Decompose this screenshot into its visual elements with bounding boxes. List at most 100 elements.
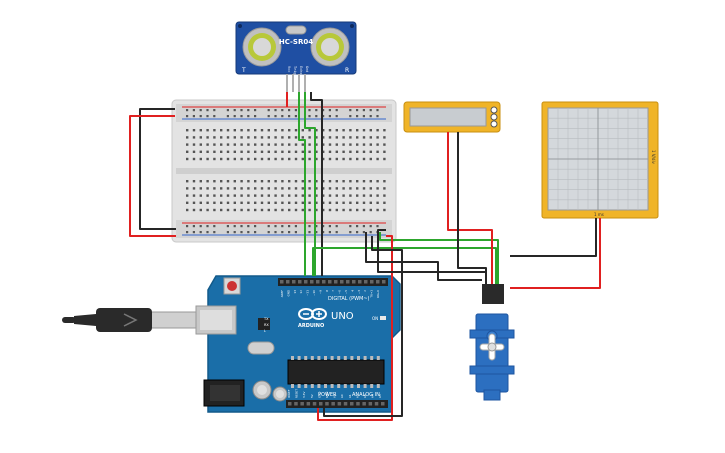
- power-pin-label: A3: [363, 394, 367, 398]
- breadboard-hole: [192, 150, 196, 153]
- breadboard-hole: [199, 129, 202, 132]
- header-hole: [294, 402, 298, 406]
- breadboard-hole: [240, 201, 243, 204]
- chip-pin: [343, 384, 347, 388]
- servo-connector: [482, 284, 504, 304]
- breadboard[interactable]: [171, 99, 397, 243]
- breadboard-hole: [315, 201, 318, 204]
- header-hole: [325, 402, 329, 406]
- breadboard-hole: [383, 136, 386, 139]
- rail-hole: [294, 225, 297, 228]
- breadboard-hole: [206, 194, 209, 197]
- power-analog-header[interactable]: [286, 400, 388, 408]
- breadboard-hole: [301, 136, 304, 139]
- breadboard-hole: [294, 180, 298, 183]
- breadboard-hole: [301, 187, 304, 190]
- breadboard-hole: [254, 143, 257, 146]
- breadboard-hole: [288, 208, 291, 212]
- breadboard-hole: [260, 180, 264, 183]
- chip-pin: [337, 356, 341, 360]
- breadboard-hole: [281, 180, 284, 183]
- breadboard-hole: [213, 201, 216, 204]
- breadboard-hole: [260, 157, 264, 161]
- breadboard-hole: [281, 136, 284, 139]
- breadboard-hole: [220, 143, 223, 146]
- rail-hole: [274, 231, 277, 234]
- chip-pin: [370, 356, 374, 360]
- usb-cable: [62, 308, 197, 332]
- breadboard-hole: [383, 208, 386, 212]
- breadboard-hole: [206, 157, 209, 161]
- rail-hole: [376, 225, 379, 228]
- rail-hole: [226, 231, 229, 234]
- breadboard-hole: [376, 201, 379, 204]
- rail-hole: [362, 225, 365, 228]
- chip-pin: [350, 356, 354, 360]
- breadboard-hole: [342, 143, 345, 146]
- power-pin-label: A5: [378, 394, 382, 398]
- power-pin-label: A1: [348, 394, 352, 398]
- arduino-uno-board[interactable]: DIGITAL (PWM~) POWER ANALOG IN ARDUINO U…: [195, 275, 401, 413]
- rail-hole: [308, 109, 311, 112]
- breadboard-hole: [356, 208, 359, 212]
- breadboard-hole: [376, 143, 379, 146]
- breadboard-hole: [356, 136, 359, 139]
- breadboard-hole: [362, 194, 366, 197]
- digital-header[interactable]: [278, 278, 388, 286]
- breadboard-hole: [247, 180, 250, 183]
- rail-hole: [254, 115, 257, 118]
- wire-red-5v: [317, 235, 393, 421]
- servo-motor[interactable]: [469, 313, 515, 401]
- rail-hole: [288, 115, 291, 118]
- breadboard-hole: [288, 143, 291, 146]
- breadboard-hole: [369, 180, 372, 183]
- breadboard-hole: [308, 143, 311, 146]
- rail-hole: [294, 109, 297, 112]
- breadboard-hole: [267, 150, 270, 153]
- breadboard-hole: [274, 201, 277, 204]
- rail-hole: [274, 109, 277, 112]
- breadboard-hole: [254, 129, 257, 132]
- rail-hole: [356, 231, 359, 234]
- rail-hole: [186, 225, 189, 228]
- wire-black-gnd-loop: [323, 236, 403, 417]
- breadboard-hole: [383, 143, 386, 146]
- rail-hole: [328, 231, 331, 234]
- breadboard-hole: [308, 194, 311, 197]
- digital-pin-label: ~9: [318, 290, 322, 294]
- breadboard-hole: [254, 180, 257, 183]
- breadboard-hole: [294, 143, 298, 146]
- header-hole: [356, 402, 360, 406]
- breadboard-hole: [233, 136, 236, 139]
- breadboard-hole: [213, 129, 216, 132]
- rail-hole: [192, 115, 195, 118]
- wire-red-multimeter: [447, 132, 493, 284]
- chip-pin: [330, 384, 334, 388]
- breadboard-hole: [288, 194, 291, 197]
- breadboard-hole: [240, 208, 243, 212]
- breadboard-hole: [335, 136, 338, 139]
- rail-hole: [254, 109, 257, 112]
- breadboard-hole: [376, 208, 379, 212]
- breadboard-hole: [247, 194, 250, 197]
- breadboard-hole: [356, 143, 359, 146]
- breadboard-hole: [342, 157, 345, 161]
- breadboard-hole: [260, 194, 264, 197]
- rail-hole: [186, 115, 189, 118]
- breadboard-hole: [267, 180, 270, 183]
- digital-pin-label: GND: [286, 290, 290, 296]
- rail-hole: [247, 109, 250, 112]
- ultrasonic-sensor[interactable]: HC-SR04 T R Vcc Trig Echo Gnd: [235, 21, 357, 92]
- multimeter[interactable]: [403, 101, 501, 133]
- oscilloscope[interactable]: 1 V/div 1 ms: [541, 101, 659, 219]
- breadboard-hole: [281, 194, 284, 197]
- power-pin-label: RESET: [295, 389, 299, 398]
- rail-hole: [294, 115, 297, 118]
- breadboard-hole: [186, 208, 189, 212]
- chip-pin: [357, 384, 360, 388]
- breadboard-hole: [199, 201, 202, 204]
- breadboard-hole: [247, 136, 250, 139]
- breadboard-hole: [240, 143, 243, 146]
- rx-led-label: RX: [264, 323, 269, 327]
- chip-pin: [330, 356, 334, 360]
